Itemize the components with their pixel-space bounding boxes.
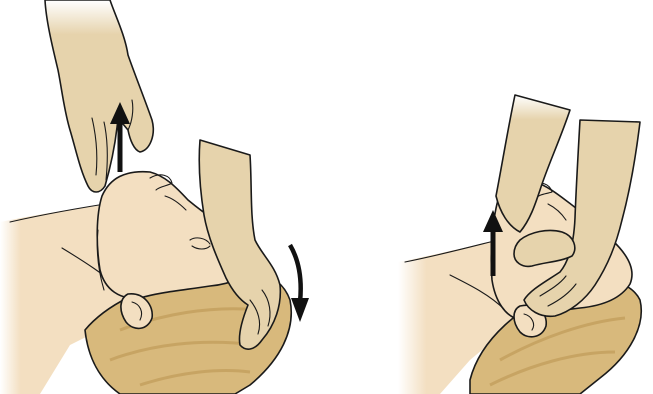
curved-arrow-down-icon: [290, 245, 309, 322]
panel-head-tilt-chin-lift: [0, 0, 309, 394]
panel-jaw-thrust: [398, 95, 641, 394]
rescuer-hand-chin: [45, 0, 153, 192]
